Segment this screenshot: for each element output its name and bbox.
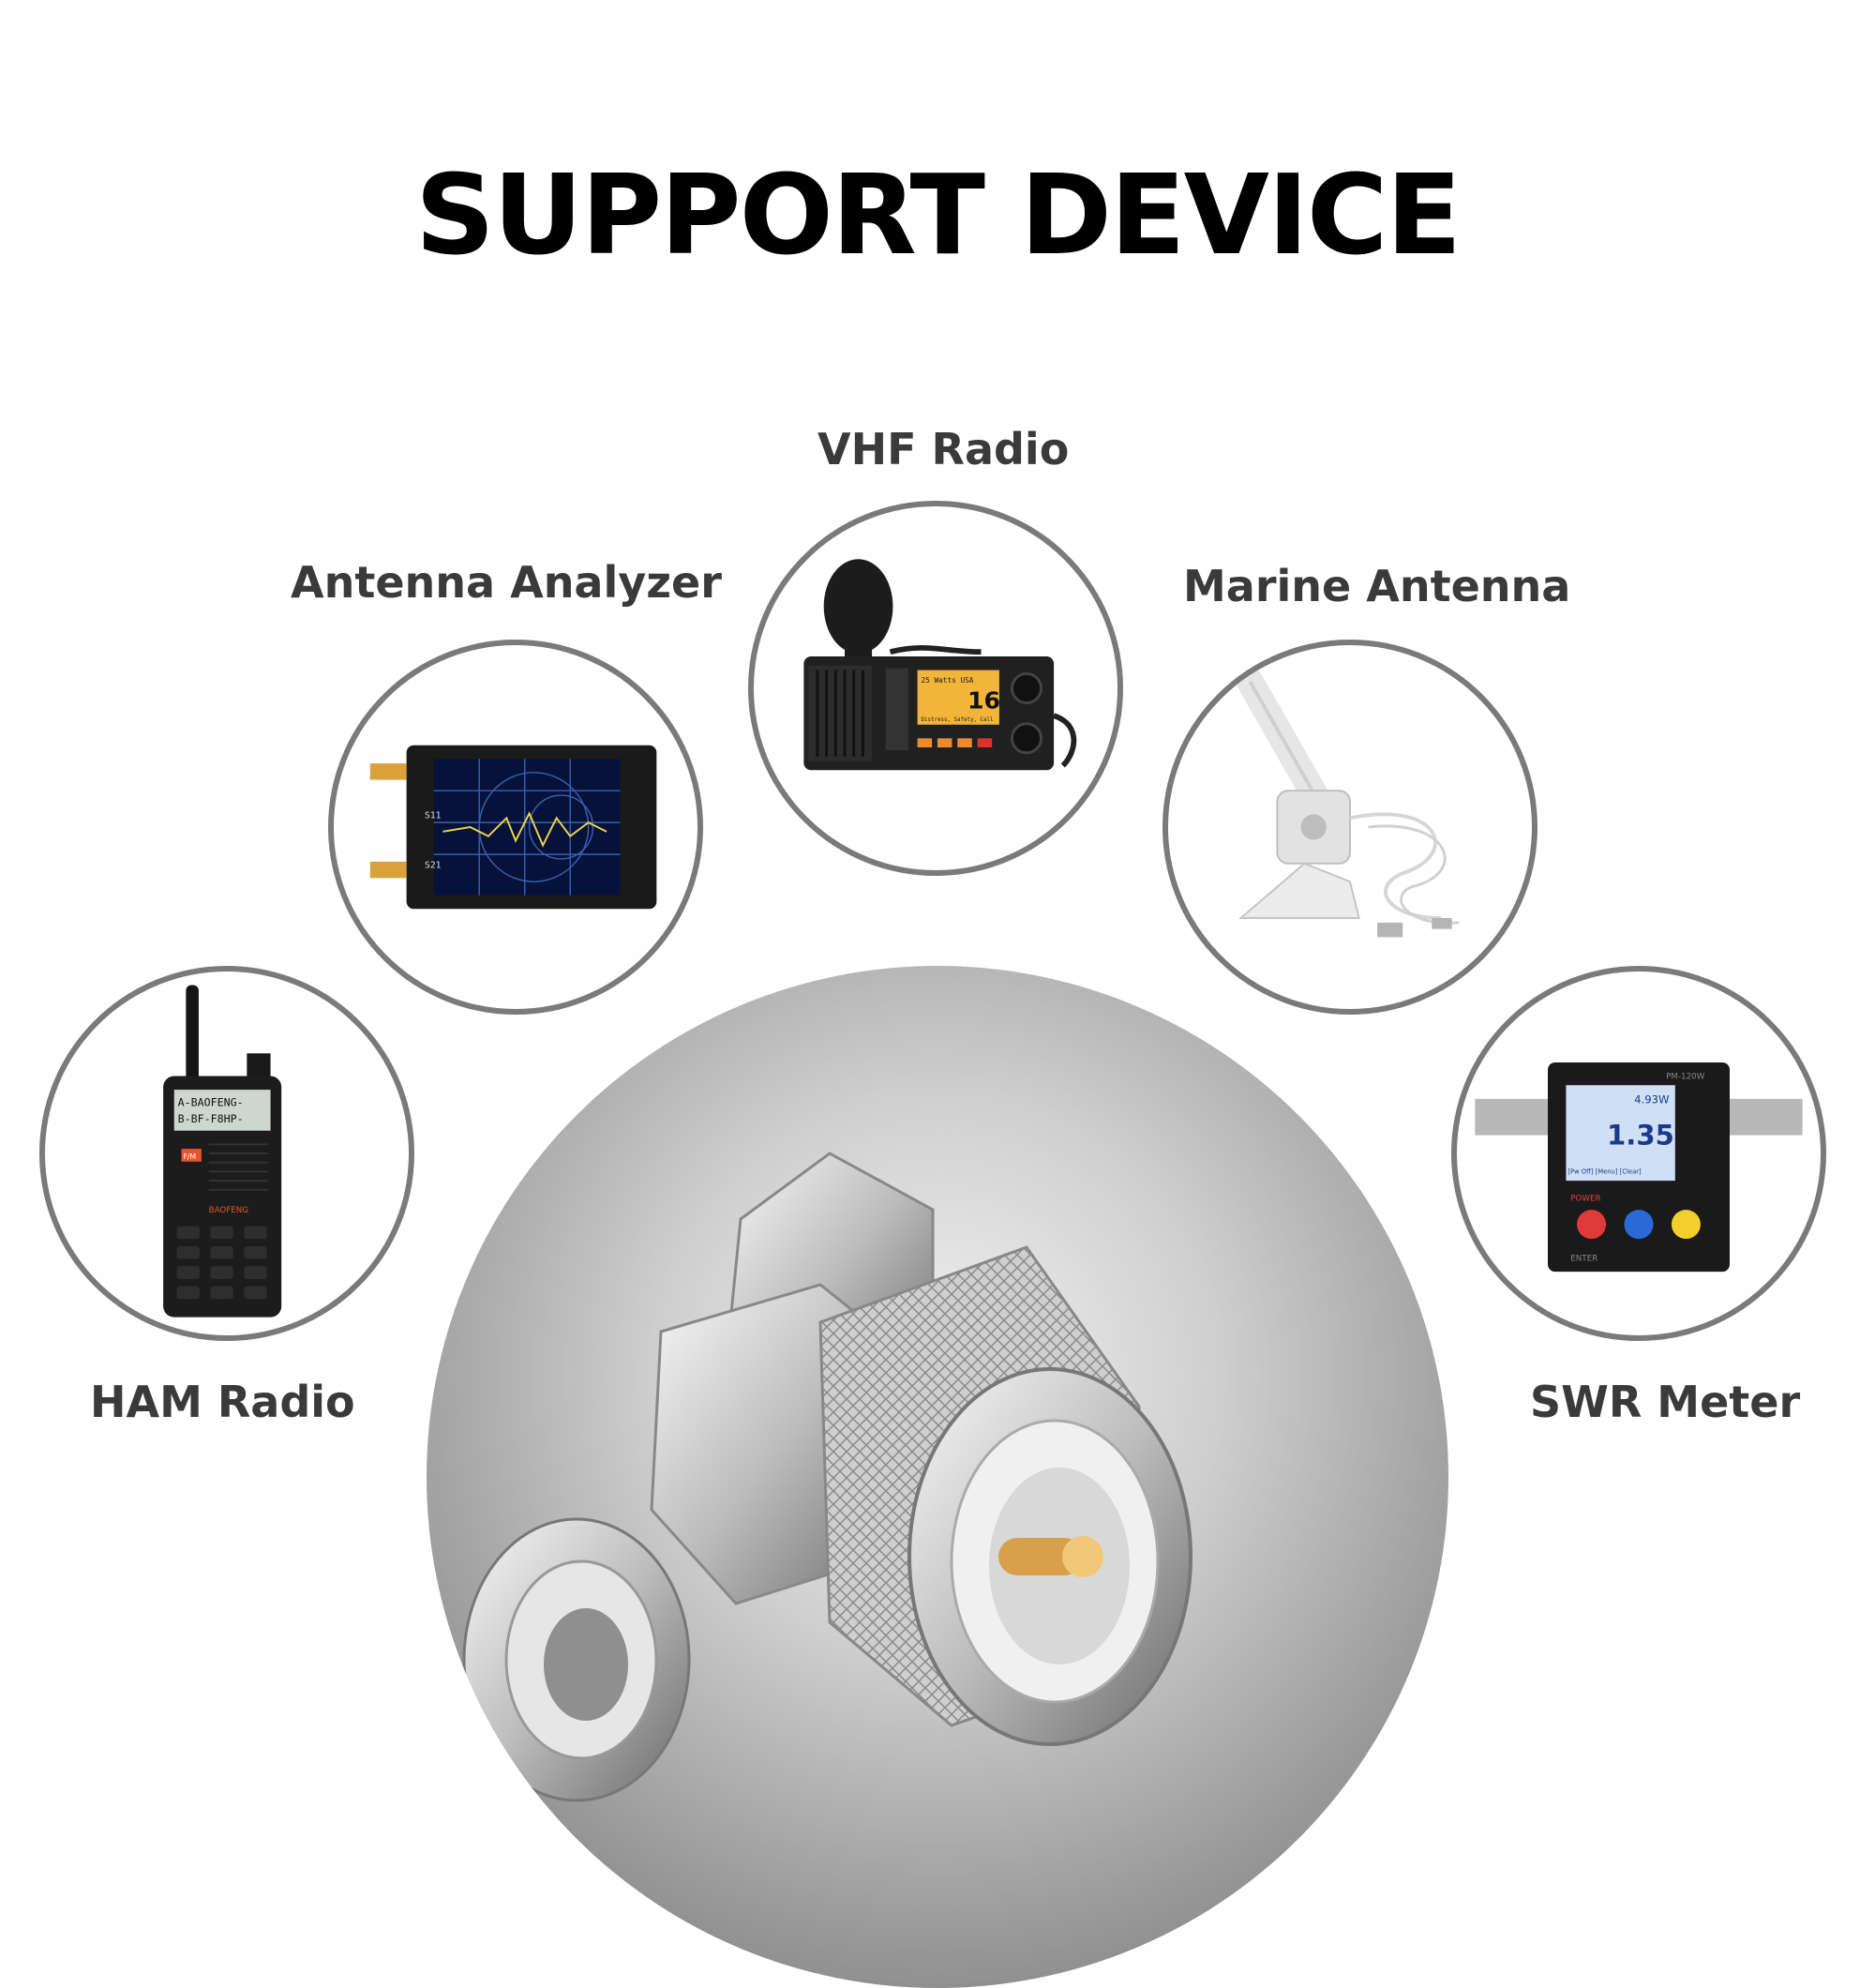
vhf-channel: 16 xyxy=(968,686,1000,714)
ham-radio-image: A-BAOFENG- B-BF-F8HP- F/M BAOFENG xyxy=(163,985,282,1318)
vhf-line2: Distress, Safety, Call xyxy=(921,717,993,723)
ham-radio-circle: A-BAOFENG- B-BF-F8HP- F/M BAOFENG xyxy=(39,966,414,1341)
vhf-radio-image: 25 Watts USA 16 Distress, Safety, Call xyxy=(803,559,1077,771)
vhf-line1: 25 Watts USA xyxy=(921,676,973,685)
swr-value: 1.35 xyxy=(1607,1119,1674,1151)
label-swr-meter: SWR Meter xyxy=(1530,1377,1801,1427)
ham-button: F/M xyxy=(183,1152,196,1161)
swr-meter-image: PM-120W 4.93W 1.35 [Pw Off] [Menu] [Clea… xyxy=(1475,1062,1803,1273)
marine-antenna-circle xyxy=(1162,640,1538,1015)
label-ham-radio: HAM Radio xyxy=(90,1377,355,1427)
connector-image xyxy=(462,1152,1192,1802)
swr-power: POWER xyxy=(1570,1194,1600,1203)
connector-product-circle xyxy=(427,966,1448,1988)
swr-meter-circle: PM-120W 4.93W 1.35 [Pw Off] [Menu] [Clea… xyxy=(1451,966,1826,1341)
marine-antenna-image xyxy=(1236,668,1460,938)
vhf-radio-circle: 25 Watts USA 16 Distress, Safety, Call xyxy=(748,501,1123,876)
analyzer-s21: S21 xyxy=(425,861,442,871)
antenna-analyzer-image: S11 S21 xyxy=(369,745,657,910)
ham-line1: A-BAOFENG- xyxy=(178,1096,244,1109)
analyzer-s11: S11 xyxy=(425,810,442,821)
ham-brand: BAOFENG xyxy=(209,1206,249,1215)
label-antenna-analyzer: Antenna Analyzer xyxy=(291,557,722,608)
swr-enter: ENTER xyxy=(1570,1254,1598,1263)
swr-menu: [Pw Off] [Menu] [Clear] xyxy=(1568,1167,1642,1175)
swr-watts: 4.93W xyxy=(1634,1093,1670,1107)
ham-line2: B-BF-F8HP- xyxy=(178,1112,244,1125)
label-marine-antenna: Marine Antenna xyxy=(1183,561,1571,611)
antenna-analyzer-circle: S11 S21 xyxy=(328,640,703,1015)
label-vhf-radio: VHF Radio xyxy=(818,424,1070,474)
page-title: SUPPORT DEVICE xyxy=(414,150,1462,279)
swr-model: PM-120W xyxy=(1666,1072,1705,1081)
